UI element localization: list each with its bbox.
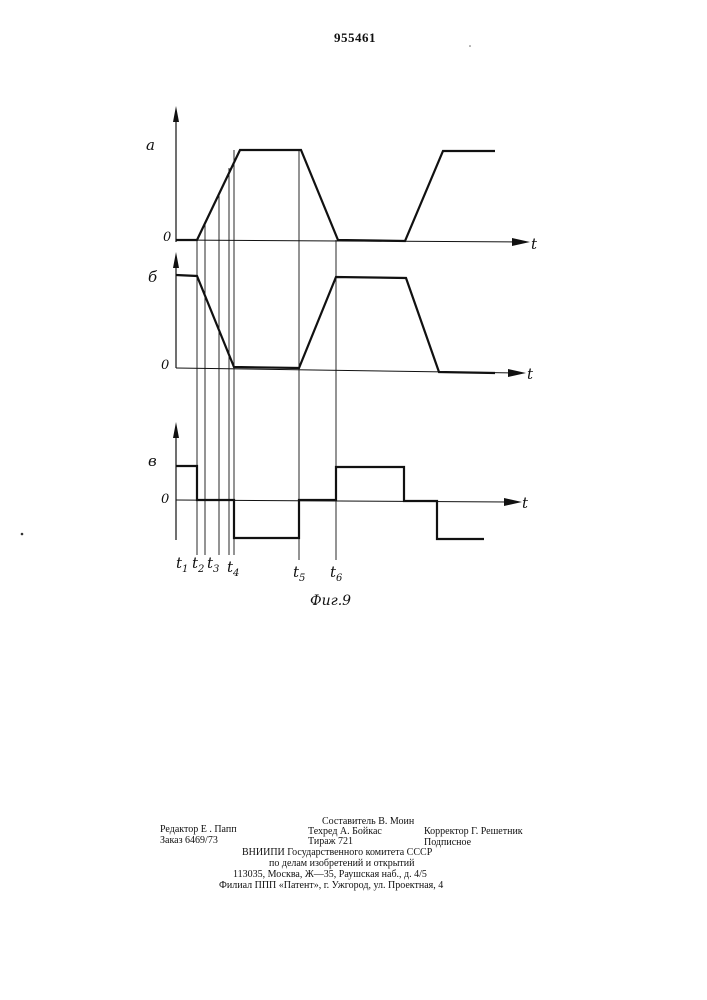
time-label-t6: t6 [330, 563, 343, 584]
zero-label-c: 0 [161, 492, 169, 507]
arrowhead-up-icon [173, 422, 179, 438]
axis-label-t-b: t [527, 365, 534, 383]
time-label-t3: t3 [207, 554, 219, 575]
time-label-t4: t4 [227, 558, 239, 579]
panel-label-c: в [148, 452, 157, 470]
arrowhead-right-icon [504, 498, 522, 506]
zero-label-a: 0 [163, 230, 171, 245]
x-axes [176, 240, 522, 502]
time-marker-lines [197, 150, 336, 560]
arrowhead-up-icon [173, 106, 179, 122]
imprint-branch: Филиал ППП «Патент», г. Ужгород, ул. Про… [219, 880, 443, 892]
arrowhead-up-icon [173, 252, 179, 268]
signal-a-trace [176, 150, 495, 241]
zero-label-b: 0 [161, 358, 169, 373]
panel-label-b: б [148, 268, 158, 286]
time-label-t1: t1 [176, 554, 188, 575]
arrowhead-right-icon [508, 369, 526, 377]
signal-b-trace [176, 275, 495, 373]
scan-speck [21, 533, 24, 536]
time-label-t2: t2 [192, 554, 204, 575]
scan-speck [469, 45, 471, 47]
signal-c-trace [176, 466, 484, 539]
panel-label-a: а [146, 136, 155, 154]
arrowhead-right-icon [512, 238, 530, 246]
imprint-order: Заказ 6469/73 [160, 835, 218, 847]
axis-label-t-a: t [531, 235, 538, 253]
time-label-t5: t5 [293, 563, 305, 584]
figure-caption: Фиг.9 [310, 593, 351, 609]
axis-label-t-c: t [522, 494, 529, 512]
